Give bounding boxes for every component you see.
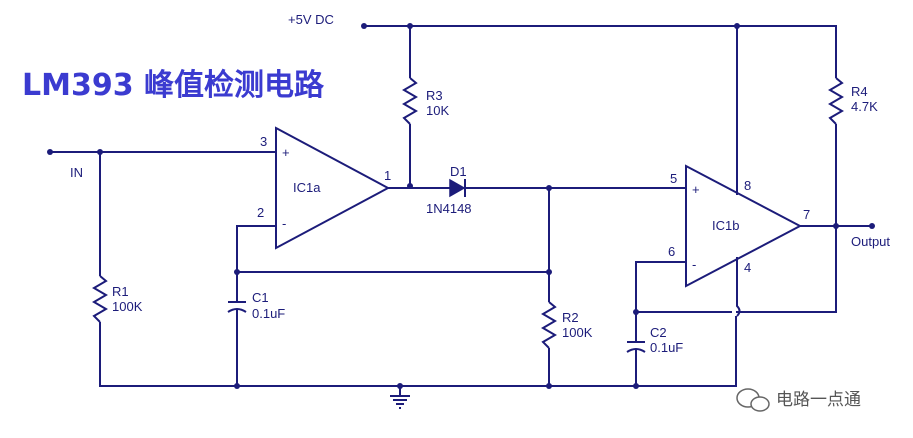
r4-ref: R4 — [851, 84, 868, 99]
output-label: Output — [851, 234, 890, 249]
ic1a-pin2: 2 — [257, 205, 264, 220]
c2-value: 0.1uF — [650, 340, 683, 355]
resistor-r3 — [402, 77, 418, 125]
wechat-icon — [736, 388, 770, 412]
c2-ref: C2 — [650, 325, 667, 340]
opamp-ic1a — [275, 126, 391, 250]
r4-value: 4.7K — [851, 99, 878, 114]
ic1b-pin8: 8 — [744, 178, 751, 193]
opamp-ic1b — [685, 164, 803, 288]
ic1a-pin3: 3 — [260, 134, 267, 149]
ic1a-name: IC1a — [293, 180, 321, 195]
resistor-r2 — [541, 301, 557, 349]
junction — [407, 183, 413, 189]
wire — [736, 124, 837, 313]
supply-rail — [364, 25, 837, 78]
watermark: 电路一点通 — [776, 390, 861, 410]
junction — [633, 383, 639, 389]
r3-ref: R3 — [426, 88, 443, 103]
r2-ref: R2 — [562, 310, 579, 325]
supply-label: +5V DC — [288, 12, 334, 27]
ic1b-minus: - — [692, 257, 696, 272]
capacitor-c2 — [626, 348, 646, 353]
junction — [546, 383, 552, 389]
ic1b-pin7: 7 — [803, 207, 810, 222]
c1-ref: C1 — [252, 290, 269, 305]
resistor-r4 — [828, 77, 844, 125]
ground-icon — [390, 395, 410, 409]
r1-value: 100K — [112, 299, 143, 314]
wire — [736, 257, 741, 317]
diode-d1 — [449, 178, 466, 198]
junction — [833, 223, 839, 229]
junction — [234, 383, 240, 389]
r2-value: 100K — [562, 325, 593, 340]
ic1b-pin5: 5 — [670, 171, 677, 186]
ground-rail — [99, 316, 737, 387]
resistor-r1 — [92, 275, 108, 323]
ic1a-pin1: 1 — [384, 168, 391, 183]
feedback-wire — [236, 225, 549, 273]
capacitor-c1 — [227, 308, 247, 313]
output-terminal — [869, 223, 875, 229]
ic1b-pin6: 6 — [668, 244, 675, 259]
d1-value: 1N4148 — [426, 201, 472, 216]
c1-value: 0.1uF — [252, 306, 285, 321]
ic1a-minus: - — [282, 216, 286, 231]
r1-ref: R1 — [112, 284, 129, 299]
r3-value: 10K — [426, 103, 449, 118]
ic1b-name: IC1b — [712, 218, 739, 233]
d1-ref: D1 — [450, 164, 467, 179]
ic1a-plus: + — [282, 145, 290, 160]
feedback-wire — [635, 261, 732, 313]
input-label: IN — [70, 165, 83, 180]
ic1b-plus: + — [692, 182, 700, 197]
page-title: LM393 峰值检测电路 — [22, 68, 325, 103]
ic1b-pin4: 4 — [744, 260, 751, 275]
